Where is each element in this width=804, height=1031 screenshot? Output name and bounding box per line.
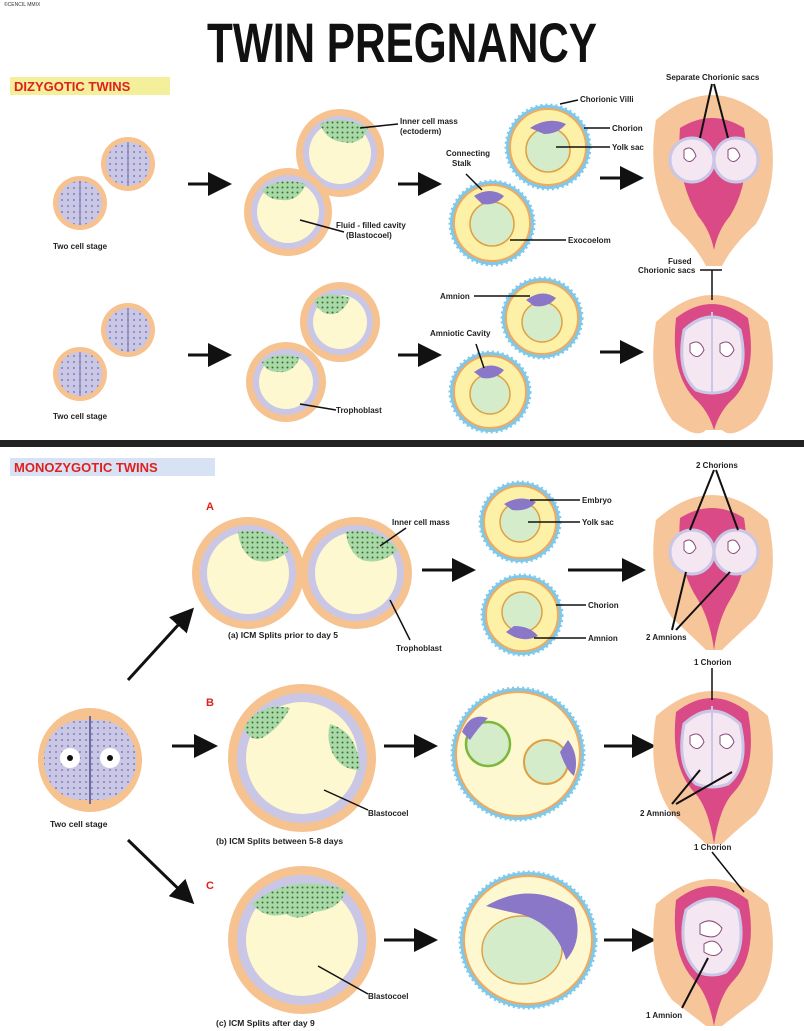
label-amniotic-cavity: Amniotic Cavity xyxy=(430,329,491,338)
chorionic-sac-dz1-bottom xyxy=(448,179,536,267)
monozygotic-header: MONOZYGOTIC TWINS xyxy=(14,460,158,475)
section-divider xyxy=(0,440,804,447)
amnion-sac-dz2-top xyxy=(500,276,584,360)
chorionic-sac-dz1-top xyxy=(504,103,592,191)
blastocyst-b xyxy=(228,684,376,832)
label-two-cell-stage-2: Two cell stage xyxy=(53,412,108,421)
label-one-chorion-b: 1 Chorion xyxy=(694,658,731,667)
label-fluid-filled-1: Fluid - filled cavity xyxy=(336,221,406,230)
label-connecting-stalk-2: Stalk xyxy=(452,159,472,168)
label-connecting-stalk-1: Connecting xyxy=(446,149,490,158)
uterus-b xyxy=(653,691,773,844)
label-yolk-sac-mz: Yolk sac xyxy=(582,518,614,527)
label-blastocoel-c: Blastocoel xyxy=(368,992,408,1001)
label-fused-2: Chorionic sacs xyxy=(638,266,696,275)
uterus-c xyxy=(653,879,773,1026)
label-inner-cell-mass-2: (ectoderm) xyxy=(400,127,442,136)
label-one-amnion: 1 Amnion xyxy=(646,1011,682,1020)
blastocyst-dz1-top xyxy=(296,109,384,197)
label-two-chorions: 2 Chorions xyxy=(696,461,738,470)
label-chorionic-villi: Chorionic Villi xyxy=(580,95,634,104)
sac-c xyxy=(458,870,598,1010)
letter-a: A xyxy=(206,501,214,513)
label-chorion-dz: Chorion xyxy=(612,124,643,133)
two-cell-stage-dz2 xyxy=(53,303,155,401)
label-two-cell-stage-1: Two cell stage xyxy=(53,242,108,251)
label-inner-cell-mass-mz: Inner cell mass xyxy=(392,518,450,527)
blastocyst-dz1-bottom xyxy=(244,168,332,256)
sac-a-bottom xyxy=(480,573,564,657)
label-inner-cell-mass-1: Inner cell mass xyxy=(400,117,458,126)
page-title: TWIN PREGNANCY xyxy=(207,11,597,74)
label-chorion-mz: Chorion xyxy=(588,601,619,610)
caption-a: (a) ICM Splits prior to day 5 xyxy=(228,630,338,640)
monozygotic-header-bg xyxy=(10,458,215,476)
blastocyst-dz2-top xyxy=(300,282,380,362)
label-amnion-mz: Amnion xyxy=(588,634,618,643)
label-yolk-sac-dz: Yolk sac xyxy=(612,143,644,152)
caption-b: (b) ICM Splits between 5-8 days xyxy=(216,836,343,846)
uterus-dz1 xyxy=(653,95,773,266)
label-separate-chorionic-sacs: Separate Chorionic sacs xyxy=(666,73,760,82)
label-one-chorion-c: 1 Chorion xyxy=(694,843,731,852)
label-blastocoel-b: Blastocoel xyxy=(368,809,408,818)
label-amnion-dz: Amnion xyxy=(440,292,470,301)
blastocyst-a-left xyxy=(192,517,304,629)
blastocyst-a-right xyxy=(300,517,412,629)
blastocyst-c xyxy=(228,866,376,1014)
copyright-text: ©CENCIL MMIX xyxy=(4,1,41,8)
dizygotic-header: DIZYGOTIC TWINS xyxy=(14,79,131,94)
blastocyst-dz2-bottom xyxy=(246,342,326,422)
label-trophoblast-dz: Trophoblast xyxy=(336,406,382,415)
arrow-mz-to-c xyxy=(126,838,195,905)
label-exocoelom: Exocoelom xyxy=(568,236,611,245)
label-embryo: Embryo xyxy=(582,496,612,505)
uterus-dz2 xyxy=(653,295,773,434)
dizygotic-header-bg xyxy=(10,77,170,95)
label-two-amnions-b: 2 Amnions xyxy=(640,809,681,818)
caption-c: (c) ICM Splits after day 9 xyxy=(216,1018,315,1028)
uterus-a xyxy=(653,495,773,650)
arrow-mz-to-a xyxy=(126,607,195,682)
label-fused-1: Fused xyxy=(668,257,692,266)
amnion-sac-dz2-bottom xyxy=(448,350,532,434)
label-two-amnions-a: 2 Amnions xyxy=(646,633,687,642)
two-cell-stage-mz xyxy=(38,708,142,812)
label-trophoblast-mz: Trophoblast xyxy=(396,644,442,653)
label-fluid-filled-2: (Blastocoel) xyxy=(346,231,392,240)
two-cell-stage-dz1 xyxy=(53,137,155,230)
sac-b xyxy=(450,686,586,822)
letter-c: C xyxy=(206,880,214,892)
letter-b: B xyxy=(206,697,214,709)
label-two-cell-stage-3: Two cell stage xyxy=(50,819,108,829)
